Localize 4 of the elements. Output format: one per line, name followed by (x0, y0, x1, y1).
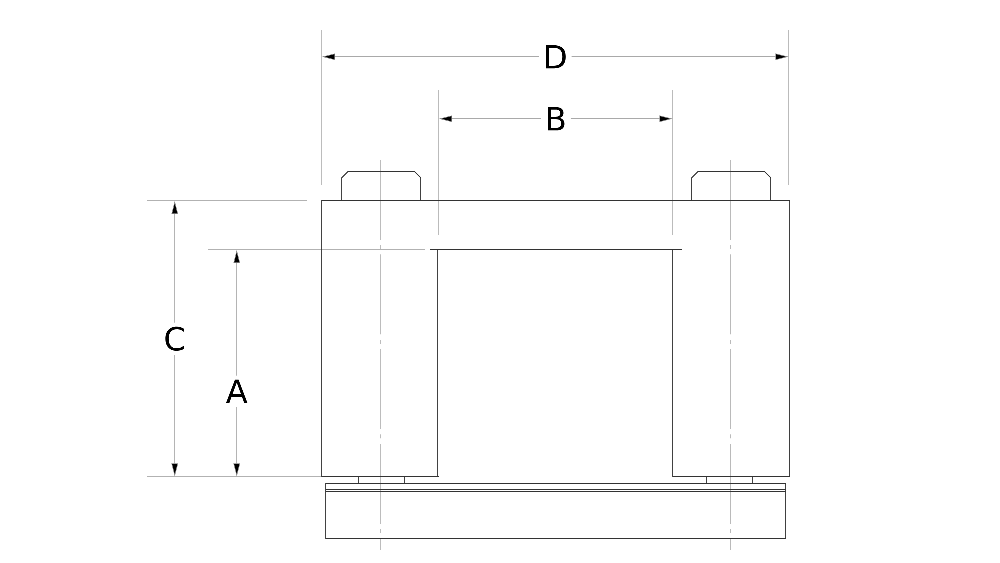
dimension-label: A (222, 376, 252, 408)
dimension-label: B (541, 103, 571, 135)
dimension-label: D (539, 41, 572, 73)
dimension-label: C (160, 322, 190, 356)
